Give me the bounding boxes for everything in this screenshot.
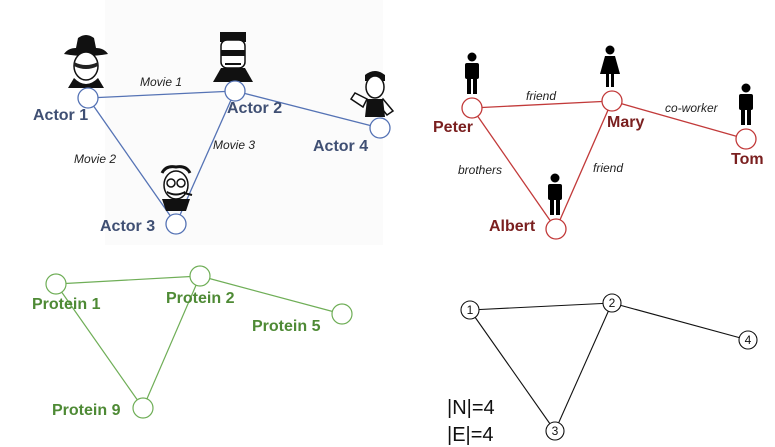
- edge-2-4: [611, 302, 749, 341]
- node-actor3: [165, 213, 187, 235]
- friend-label-top: friend: [526, 89, 557, 103]
- social-nodes: [461, 90, 757, 240]
- edge-actor1-actor2: [87, 90, 236, 99]
- actor2-label: Actor 2: [227, 100, 283, 117]
- peter-label: Peter: [433, 119, 474, 136]
- edge-1-2: [469, 302, 613, 311]
- coworker-label: co-worker: [665, 101, 718, 115]
- edge-p2-p9: [142, 275, 201, 409]
- movie2-label: Movie 2: [74, 152, 117, 166]
- edge-actor1-actor3: [87, 97, 177, 225]
- edge-peter-mary: [471, 100, 613, 109]
- protein-edges: [55, 275, 343, 409]
- edge-actor2-actor4: [234, 90, 381, 129]
- actor4-label: Actor 4: [313, 138, 369, 155]
- actor-nodes: [77, 80, 391, 235]
- person-icons: [465, 45, 753, 215]
- node-count: |N|=4: [447, 397, 495, 419]
- abstract-node-labels: 1 2 3 4: [467, 296, 752, 438]
- abstract-nodes: [460, 293, 758, 441]
- edge-mary-tom: [611, 100, 747, 140]
- edge-peter-albert: [471, 107, 557, 230]
- node-2: [602, 293, 622, 313]
- friend-label-right: friend: [593, 161, 624, 175]
- edge-p1-p2: [55, 275, 201, 285]
- actor1-icon: [64, 35, 108, 88]
- actor2-icon: [213, 32, 253, 82]
- node-4: [738, 330, 758, 350]
- edge-mary-albert: [555, 100, 613, 230]
- actor3-label: Actor 3: [100, 218, 156, 235]
- edge-1-3: [469, 309, 556, 432]
- albert-person-icon: [548, 173, 562, 215]
- node-peter: [461, 97, 483, 119]
- tom-label: Tom: [731, 151, 764, 168]
- brothers-label: brothers: [458, 163, 503, 177]
- node-actor1: [77, 87, 99, 109]
- actor1-label: Actor 1: [33, 107, 89, 124]
- node-protein5: [331, 303, 353, 325]
- node-protein2: [189, 265, 211, 287]
- protein1-label: Protein 1: [32, 296, 101, 313]
- edge-p2-p5: [199, 275, 343, 315]
- node-1-label: 1: [467, 303, 474, 317]
- actor4-icon: [349, 71, 395, 117]
- social-edges: [471, 100, 747, 230]
- node-tom: [735, 128, 757, 150]
- node-mary: [601, 90, 623, 112]
- abstract-edges: [469, 302, 749, 432]
- albert-label: Albert: [489, 218, 536, 235]
- node-1: [460, 300, 480, 320]
- tom-person-icon: [739, 83, 753, 125]
- mary-person-icon: [600, 45, 620, 87]
- protein5-label: Protein 5: [252, 318, 321, 335]
- actor3-icon: [160, 165, 193, 211]
- node-2-label: 2: [609, 296, 616, 310]
- node-4-label: 4: [745, 333, 752, 347]
- protein2-label: Protein 2: [166, 290, 235, 307]
- protein-nodes: [45, 265, 353, 419]
- node-protein1: [45, 273, 67, 295]
- edge-p1-p9: [55, 283, 144, 409]
- mary-label: Mary: [607, 114, 645, 131]
- actor-edges: [87, 90, 381, 225]
- protein9-label: Protein 9: [52, 402, 121, 419]
- node-3-label: 3: [552, 424, 559, 438]
- node-albert: [545, 218, 567, 240]
- edge-2-3: [554, 302, 613, 432]
- edge-count: |E|=4: [447, 424, 494, 446]
- node-actor4: [369, 117, 391, 139]
- movie3-label: Movie 3: [213, 138, 256, 152]
- node-protein9: [132, 397, 154, 419]
- movie1-label: Movie 1: [140, 75, 183, 89]
- peter-person-icon: [465, 52, 479, 94]
- node-actor2: [224, 80, 246, 102]
- node-3: [545, 421, 565, 441]
